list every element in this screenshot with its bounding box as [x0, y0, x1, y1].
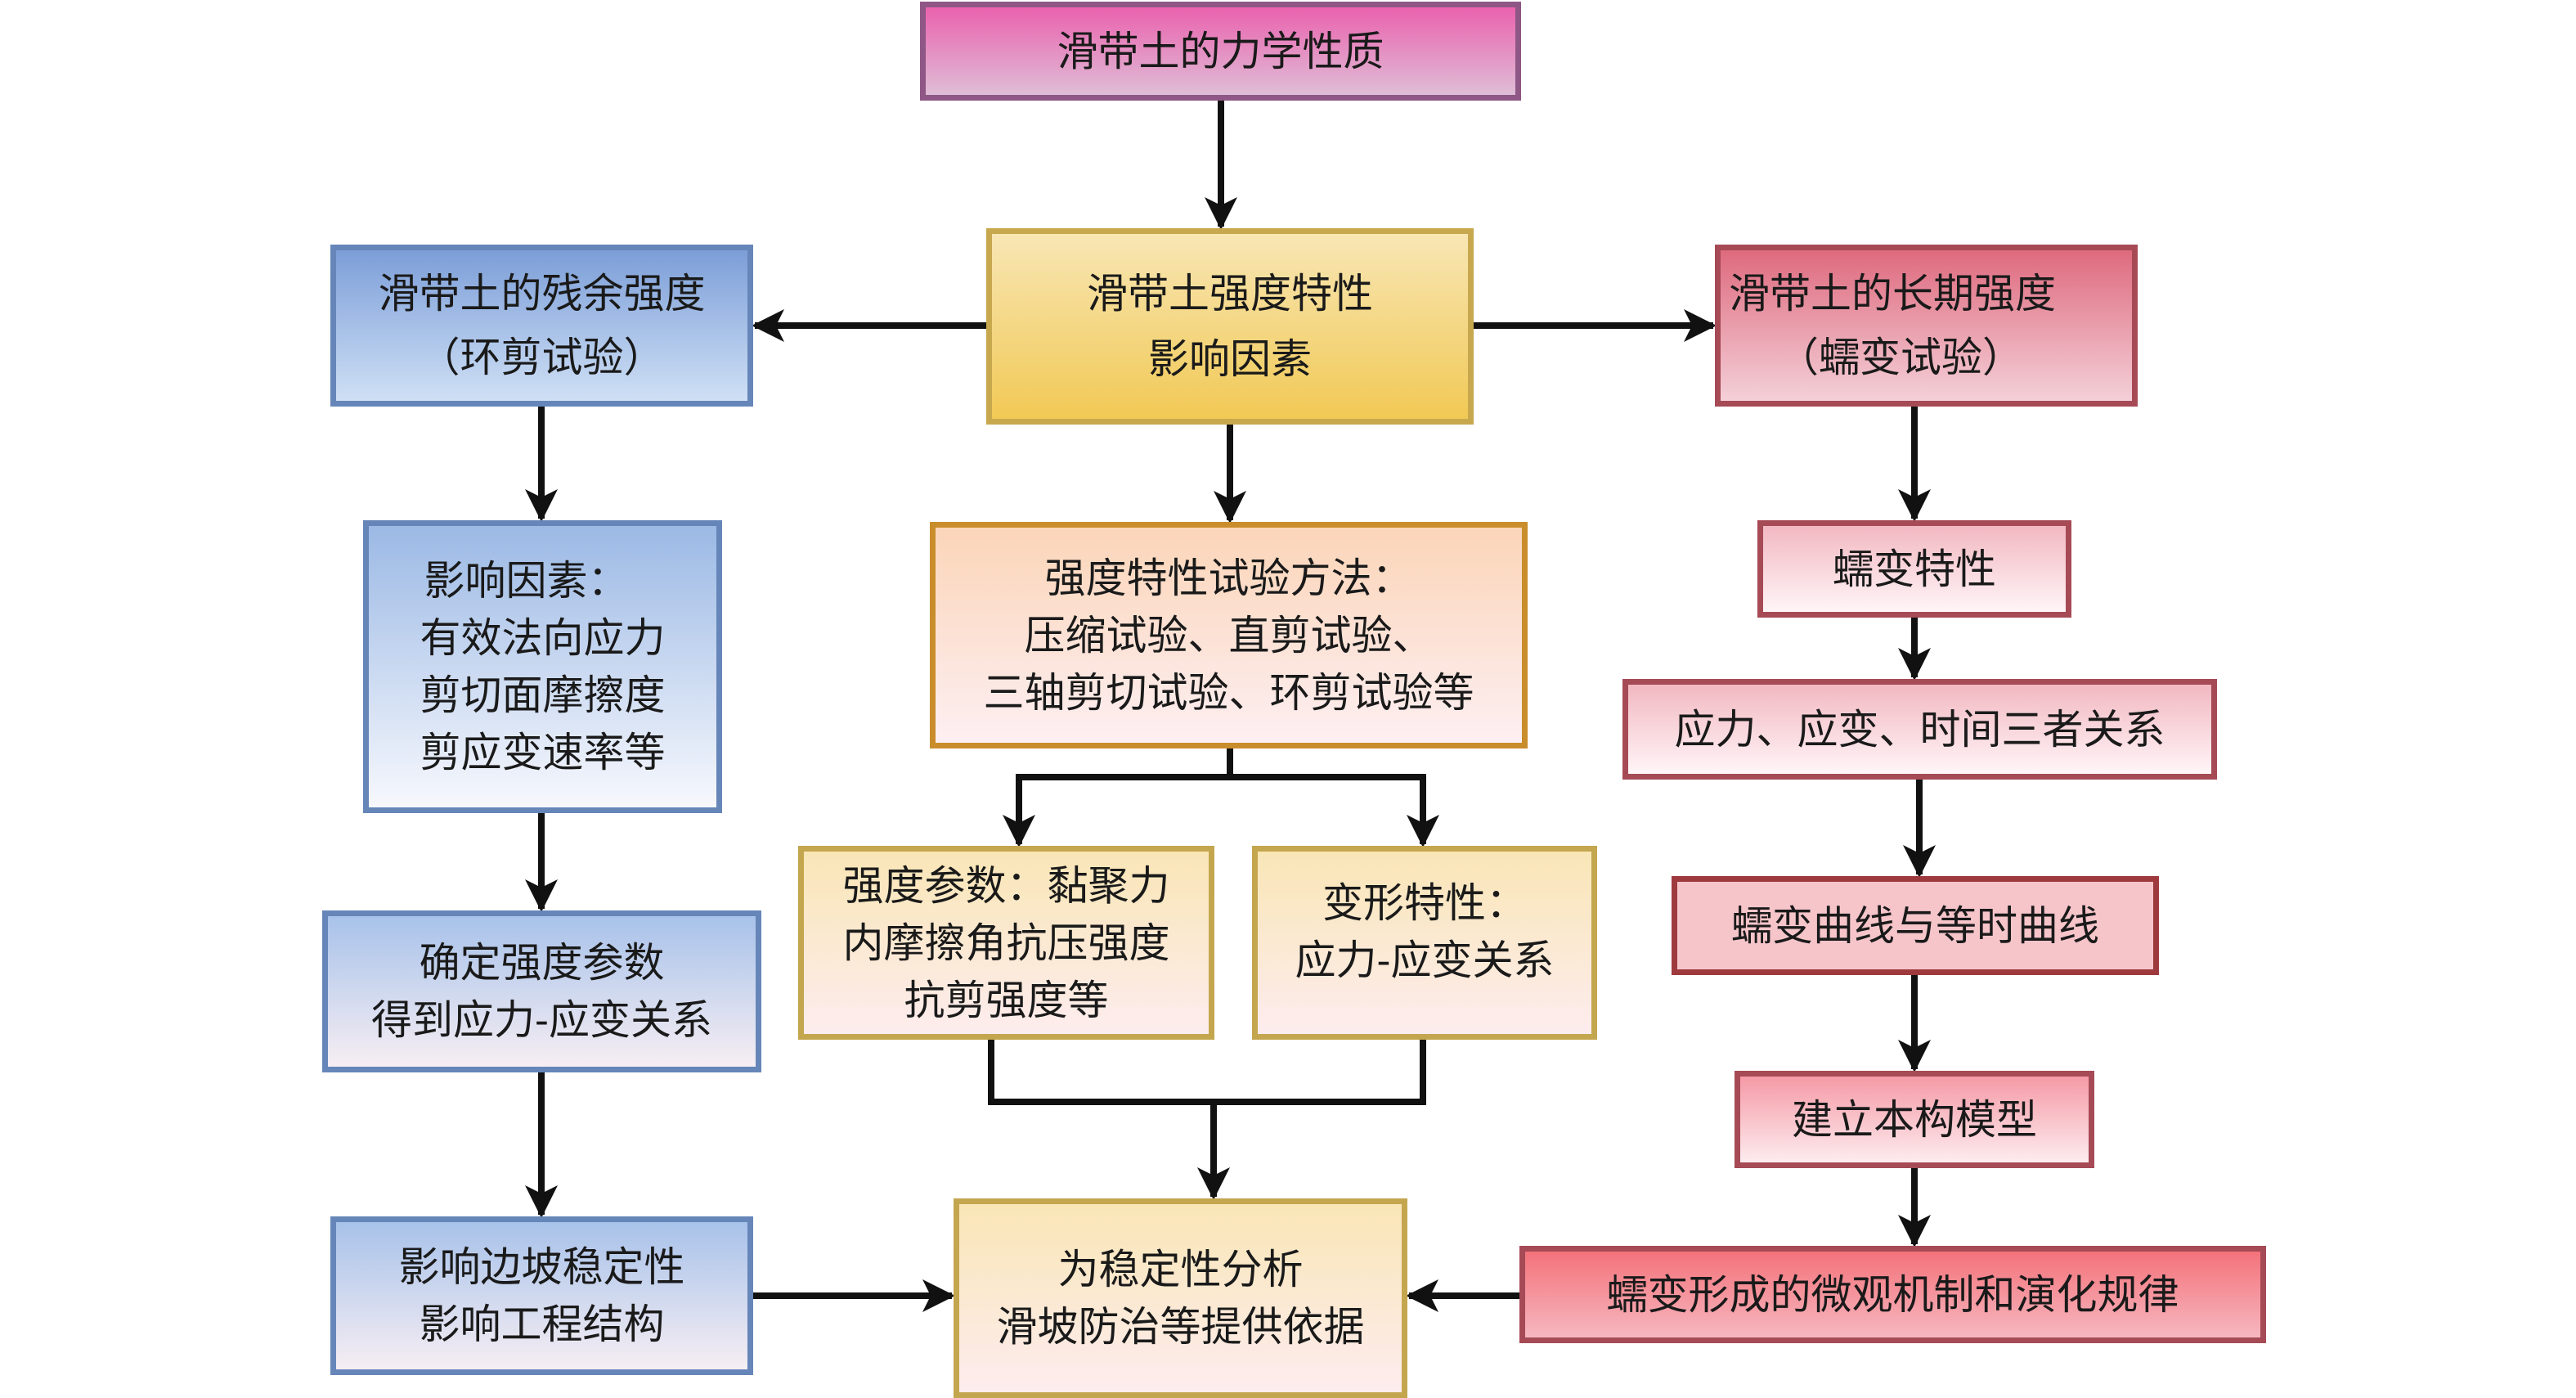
node-text: 应力、应变、时间三者关系 [1674, 705, 2165, 753]
node-text: 影响边坡稳定性 [398, 1243, 685, 1291]
node-root: 滑带土的力学性质 [920, 2, 1521, 101]
node-longterm-strength: 滑带土的长期强度 （蠕变试验） [1715, 245, 2138, 407]
node-deformation: 变形特性： 应力-应变关系 [1252, 846, 1597, 1040]
node-text: 得到应力-应变关系 [371, 996, 712, 1044]
node-stress-strain-time: 应力、应变、时间三者关系 [1622, 679, 2217, 780]
node-strength-factors: 滑带土强度特性 影响因素 [986, 228, 1474, 425]
node-determine-params: 确定强度参数 得到应力-应变关系 [322, 910, 761, 1072]
node-text: 滑带土的力学性质 [1057, 27, 1384, 75]
node-text: 有效法向应力 [420, 614, 666, 662]
node-slope-impact: 影响边坡稳定性 影响工程结构 [330, 1216, 753, 1375]
node-text: 影响工程结构 [419, 1301, 665, 1348]
node-text: 为稳定性分析 [1057, 1246, 1304, 1293]
node-creep-properties: 蠕变特性 [1757, 520, 2071, 618]
arrow-params-merge [988, 1040, 1426, 1105]
node-text: 滑带土的长期强度 [1729, 270, 2056, 317]
node-text: 剪切面摩擦度 [420, 672, 666, 719]
node-test-methods: 强度特性试验方法： 压缩试验、直剪试验、 三轴剪切试验、环剪试验等 [930, 522, 1528, 748]
arrow-tests-to-deform [1230, 774, 1439, 847]
node-text: 影响因素 [1148, 335, 1312, 383]
node-text: 滑带土强度特性 [1087, 270, 1373, 317]
node-analysis-basis: 为稳定性分析 滑坡防治等提供依据 [954, 1198, 1407, 1398]
node-residual-factors: 影响因素： 有效法向应力 剪切面摩擦度 剪应变速率等 [363, 520, 722, 813]
arrow-tests-to-params [1003, 774, 1230, 847]
node-creep-curves: 蠕变曲线与等时曲线 [1672, 876, 2159, 975]
node-text: 滑坡防治等提供依据 [996, 1303, 1365, 1351]
node-text: 滑带土的残余强度 [378, 270, 706, 317]
node-text: 强度特性试验方法： [1044, 554, 1413, 602]
node-text: 建立本构模型 [1792, 1095, 2037, 1144]
node-text: 内摩擦角抗压强度 [842, 919, 1170, 967]
node-strength-params: 强度参数：黏聚力 内摩擦角抗压强度 抗剪强度等 [798, 846, 1214, 1040]
node-constitutive-model: 建立本构模型 [1735, 1071, 2094, 1168]
node-text: 压缩试验、直剪试验、 [1024, 611, 1434, 659]
node-text: （环剪试验） [419, 334, 665, 381]
node-text: 三轴剪切试验、环剪试验等 [983, 668, 1474, 717]
node-text: 强度参数：黏聚力 [842, 861, 1170, 910]
node-text: 变形特性： [1322, 879, 1527, 927]
node-text: 蠕变曲线与等时曲线 [1731, 901, 2099, 950]
node-text: 确定强度参数 [419, 939, 665, 987]
node-text: 剪应变速率等 [420, 729, 666, 776]
node-text: 抗剪强度等 [904, 976, 1109, 1024]
node-text: 蠕变特性 [1833, 545, 1996, 593]
node-text: 影响因素： [424, 557, 629, 605]
node-residual-strength: 滑带土的残余强度 （环剪试验） [330, 245, 753, 407]
node-creep-mechanism: 蠕变形成的微观机制和演化规律 [1519, 1246, 2266, 1343]
node-text: 蠕变形成的微观机制和演化规律 [1606, 1270, 2179, 1319]
node-text: 应力-应变关系 [1295, 937, 1555, 984]
node-text: （蠕变试验） [1778, 334, 2023, 381]
